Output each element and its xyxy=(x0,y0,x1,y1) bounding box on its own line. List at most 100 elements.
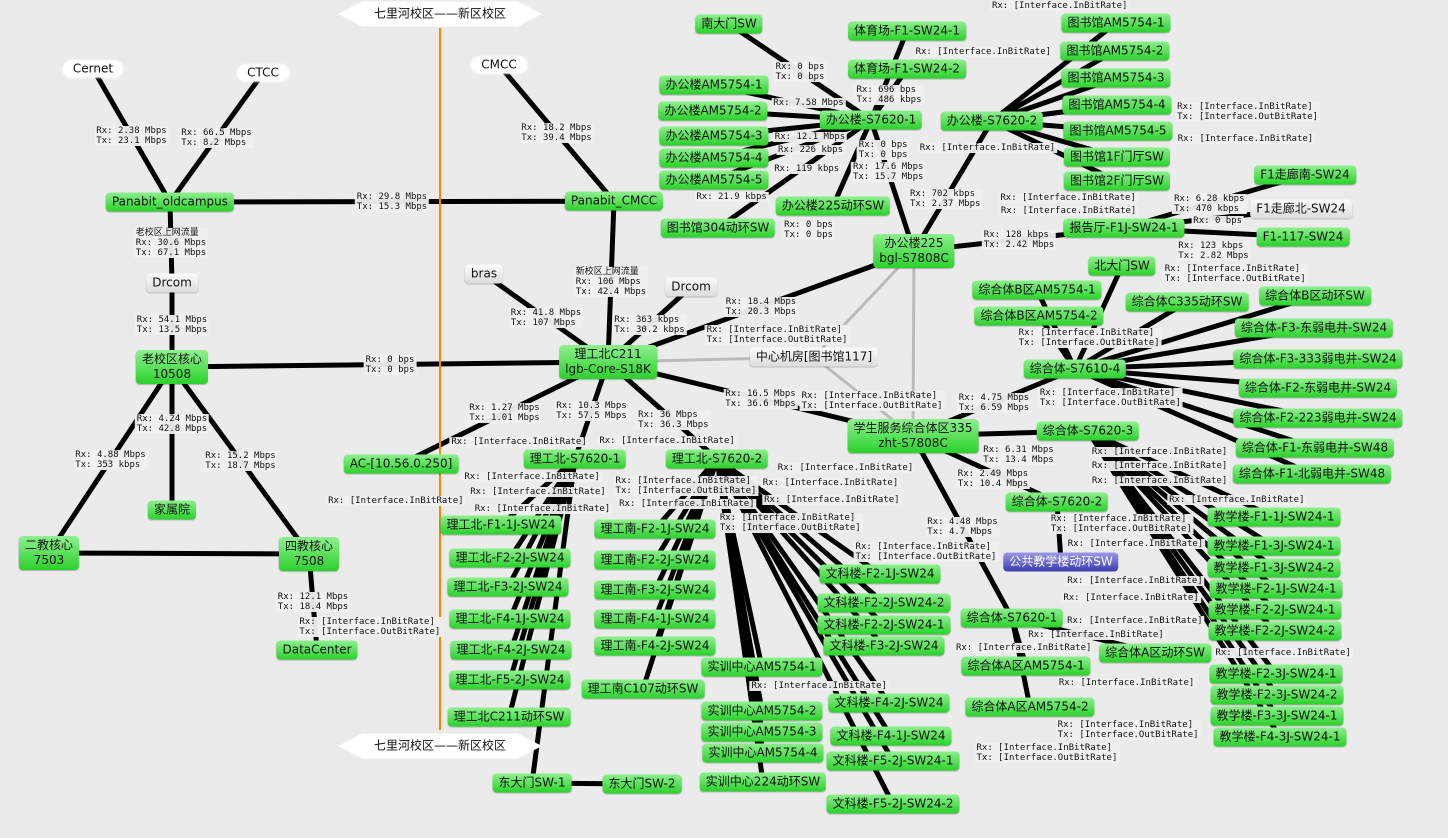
node-bs1[interactable]: 办公楼-S7620-1 xyxy=(819,110,923,130)
node-lnf41[interactable]: 理工南-F4-1J-SW24 xyxy=(594,609,716,629)
node-jsy[interactable]: 家属院 xyxy=(147,500,197,520)
node-lbf41[interactable]: 理工北-F4-1J-SW24 xyxy=(449,609,571,629)
node-zf3d[interactable]: 综合体-F3-东弱电井-SW24 xyxy=(1234,318,1394,338)
node-jx7[interactable]: 教学楼-F2-3J-SW24-1 xyxy=(1209,664,1343,684)
node-zadh[interactable]: 综合体A区动环SW xyxy=(1099,643,1211,663)
node-bgl225[interactable]: 办公楼225动环SW xyxy=(775,196,891,216)
node-bam5[interactable]: 办公楼AM5754-5 xyxy=(659,170,769,190)
node-bgt[interactable]: 报告厅-F1J-SW24-1 xyxy=(1063,218,1185,238)
node-f117[interactable]: F1-117-SW24 xyxy=(1256,227,1350,247)
node-ndm[interactable]: 南大门SW xyxy=(695,14,763,34)
node-sx1[interactable]: 实训中心AM5754-1 xyxy=(701,657,823,677)
node-cmcc[interactable]: CMCC xyxy=(471,56,527,74)
node-jx4[interactable]: 教学楼-F2-1J-SW24-1 xyxy=(1209,579,1343,599)
node-jx3[interactable]: 教学楼-F1-3J-SW24-2 xyxy=(1207,558,1341,578)
node-wk2[interactable]: 文科楼-F2-2J-SW24-2 xyxy=(817,593,951,613)
node-sxdh[interactable]: 实训中心224动环SW xyxy=(699,772,827,792)
node-ddm1[interactable]: 东大门SW-1 xyxy=(492,773,572,793)
node-ddm2[interactable]: 东大门SW-2 xyxy=(602,774,682,794)
node-sx4[interactable]: 实训中心AM5754-4 xyxy=(702,743,824,763)
node-zf2223[interactable]: 综合体-F2-223弱电井-SW24 xyxy=(1233,408,1403,428)
node-lbf22[interactable]: 理工北-F2-2J-SW24 xyxy=(449,548,571,568)
node-bam2[interactable]: 办公楼AM5754-2 xyxy=(658,101,768,121)
node-lbf32[interactable]: 理工北-F3-2J-SW24 xyxy=(447,577,569,597)
node-ctcc[interactable]: CTCC xyxy=(237,64,289,82)
node-jx10[interactable]: 教学楼-F4-3J-SW24-1 xyxy=(1213,727,1347,747)
node-zln[interactable]: F1走廊南-SW24 xyxy=(1254,165,1356,185)
node-jx6[interactable]: 教学楼-F2-2J-SW24-2 xyxy=(1208,621,1342,641)
node-bam3[interactable]: 办公楼AM5754-3 xyxy=(659,126,769,146)
node-zc335[interactable]: 综合体C335动环SW xyxy=(1125,292,1249,312)
node-jx1[interactable]: 教学楼-F1-1J-SW24-1 xyxy=(1207,507,1341,527)
node-pcmcc[interactable]: Panabit_CMCC xyxy=(564,191,664,211)
node-tam3[interactable]: 图书馆AM5754-3 xyxy=(1061,68,1171,88)
node-sx3[interactable]: 实训中心AM5754-3 xyxy=(701,722,823,742)
node-tyc1[interactable]: 体育场-F1-SW24-1 xyxy=(848,21,966,41)
node-z76202[interactable]: 综合体-S7620-2 xyxy=(1005,492,1109,512)
node-zf1b[interactable]: 综合体-F1-北弱电井-SW48 xyxy=(1232,464,1392,484)
node-ac[interactable]: AC-[10.56.0.250] xyxy=(343,454,459,474)
node-cernet[interactable]: Cernet xyxy=(62,60,124,78)
node-ggjx[interactable]: 公共教学楼动环SW xyxy=(1003,552,1119,572)
node-jx8[interactable]: 教学楼-F2-3J-SW24-2 xyxy=(1210,685,1344,705)
node-wk4[interactable]: 文科楼-F3-2J-SW24 xyxy=(823,636,945,656)
node-pold[interactable]: Panabit_oldcampus xyxy=(105,192,235,212)
node-lbf42[interactable]: 理工北-F4-2J-SW24 xyxy=(450,640,572,660)
node-tyc2[interactable]: 体育场-F1-SW24-2 xyxy=(848,59,966,79)
node-lbf52[interactable]: 理工北-F5-2J-SW24 xyxy=(449,670,571,690)
node-lnf22[interactable]: 理工南-F2-2J-SW24 xyxy=(594,550,716,570)
node-wk5[interactable]: 文科楼-F4-2J-SW24 xyxy=(828,693,950,713)
node-lb2[interactable]: 理工北-S7620-2 xyxy=(665,449,769,469)
node-bras[interactable]: bras xyxy=(464,264,504,284)
node-wk7[interactable]: 文科楼-F5-2J-SW24-1 xyxy=(826,751,960,771)
node-zf1d[interactable]: 综合体-F1-东弱电井-SW48 xyxy=(1235,438,1395,458)
node-z76203[interactable]: 综合体-S7620-3 xyxy=(1036,421,1140,441)
node-zbdh[interactable]: 综合体B区动环SW xyxy=(1259,286,1371,306)
node-zlb[interactable]: F1走廊北-SW24 xyxy=(1250,199,1352,219)
node-lb1[interactable]: 理工北-S7620-1 xyxy=(523,449,627,469)
node-bam1[interactable]: 办公楼AM5754-1 xyxy=(659,75,769,95)
node-z76104[interactable]: 综合体-S7610-4 xyxy=(1023,359,1127,379)
node-wk8[interactable]: 文科楼-F5-2J-SW24-2 xyxy=(826,794,960,814)
node-lndh[interactable]: 理工南C107动环SW xyxy=(581,679,705,699)
node-zbam1[interactable]: 综合体B区AM5754-1 xyxy=(972,280,1102,300)
node-zf3333[interactable]: 综合体-F3-333弱电井-SW24 xyxy=(1233,349,1403,369)
node-lnf42[interactable]: 理工南-F4-2J-SW24 xyxy=(594,636,716,656)
node-zaam1[interactable]: 综合体A区AM5754-1 xyxy=(961,656,1091,676)
node-t1f[interactable]: 图书馆1F门厅SW xyxy=(1063,147,1171,167)
node-lnf21[interactable]: 理工南-F2-1J-SW24 xyxy=(594,519,716,539)
node-jx9[interactable]: 教学楼-F3-3J-SW24-1 xyxy=(1210,706,1344,726)
node-jx5[interactable]: 教学楼-F2-2J-SW24-1 xyxy=(1208,600,1342,620)
node-drnew[interactable]: Drcom xyxy=(665,277,717,297)
node-dc[interactable]: DataCenter xyxy=(276,640,358,660)
node-tam5[interactable]: 图书馆AM5754-5 xyxy=(1063,121,1173,141)
node-wk1[interactable]: 文科楼-F2-1J-SW24 xyxy=(819,564,941,584)
node-tsg304[interactable]: 图书馆304动环SW xyxy=(660,218,776,238)
node-bdm[interactable]: 北大门SW xyxy=(1088,256,1156,276)
node-lbdh[interactable]: 理工北C211动环SW xyxy=(447,707,571,727)
node-zf2d[interactable]: 综合体-F2-东弱电井-SW24 xyxy=(1238,378,1398,398)
node-jx2[interactable]: 教学楼-F1-3J-SW24-1 xyxy=(1207,536,1341,556)
node-sx2[interactable]: 实训中心AM5754-2 xyxy=(701,701,823,721)
node-z76201[interactable]: 综合体-S7620-1 xyxy=(960,608,1064,628)
node-tam1[interactable]: 图书馆AM5754-1 xyxy=(1061,13,1171,33)
node-center[interactable]: 中心机房[图书馆117] xyxy=(749,347,879,367)
node-wk3[interactable]: 文科楼-F2-2J-SW24-1 xyxy=(817,615,951,635)
node-tam4[interactable]: 图书馆AM5754-4 xyxy=(1062,95,1172,115)
node-zaam2[interactable]: 综合体A区AM5754-2 xyxy=(965,697,1095,717)
node-wk6[interactable]: 文科楼-F4-1J-SW24 xyxy=(830,726,952,746)
node-drold[interactable]: Drcom xyxy=(146,273,198,293)
node-lbf11[interactable]: 理工北-F1-1J-SW24 xyxy=(440,515,562,535)
node-bs2[interactable]: 办公楼-S7620-2 xyxy=(940,111,1044,131)
node-bam4[interactable]: 办公楼AM5754-4 xyxy=(659,148,769,168)
node-t2f[interactable]: 图书馆2F门厅SW xyxy=(1063,171,1171,191)
node-tam2[interactable]: 图书馆AM5754-2 xyxy=(1060,41,1170,61)
node-lnf32[interactable]: 理工南-F3-2J-SW24 xyxy=(594,580,716,600)
node-zbam2[interactable]: 综合体B区AM5754-2 xyxy=(974,306,1104,326)
